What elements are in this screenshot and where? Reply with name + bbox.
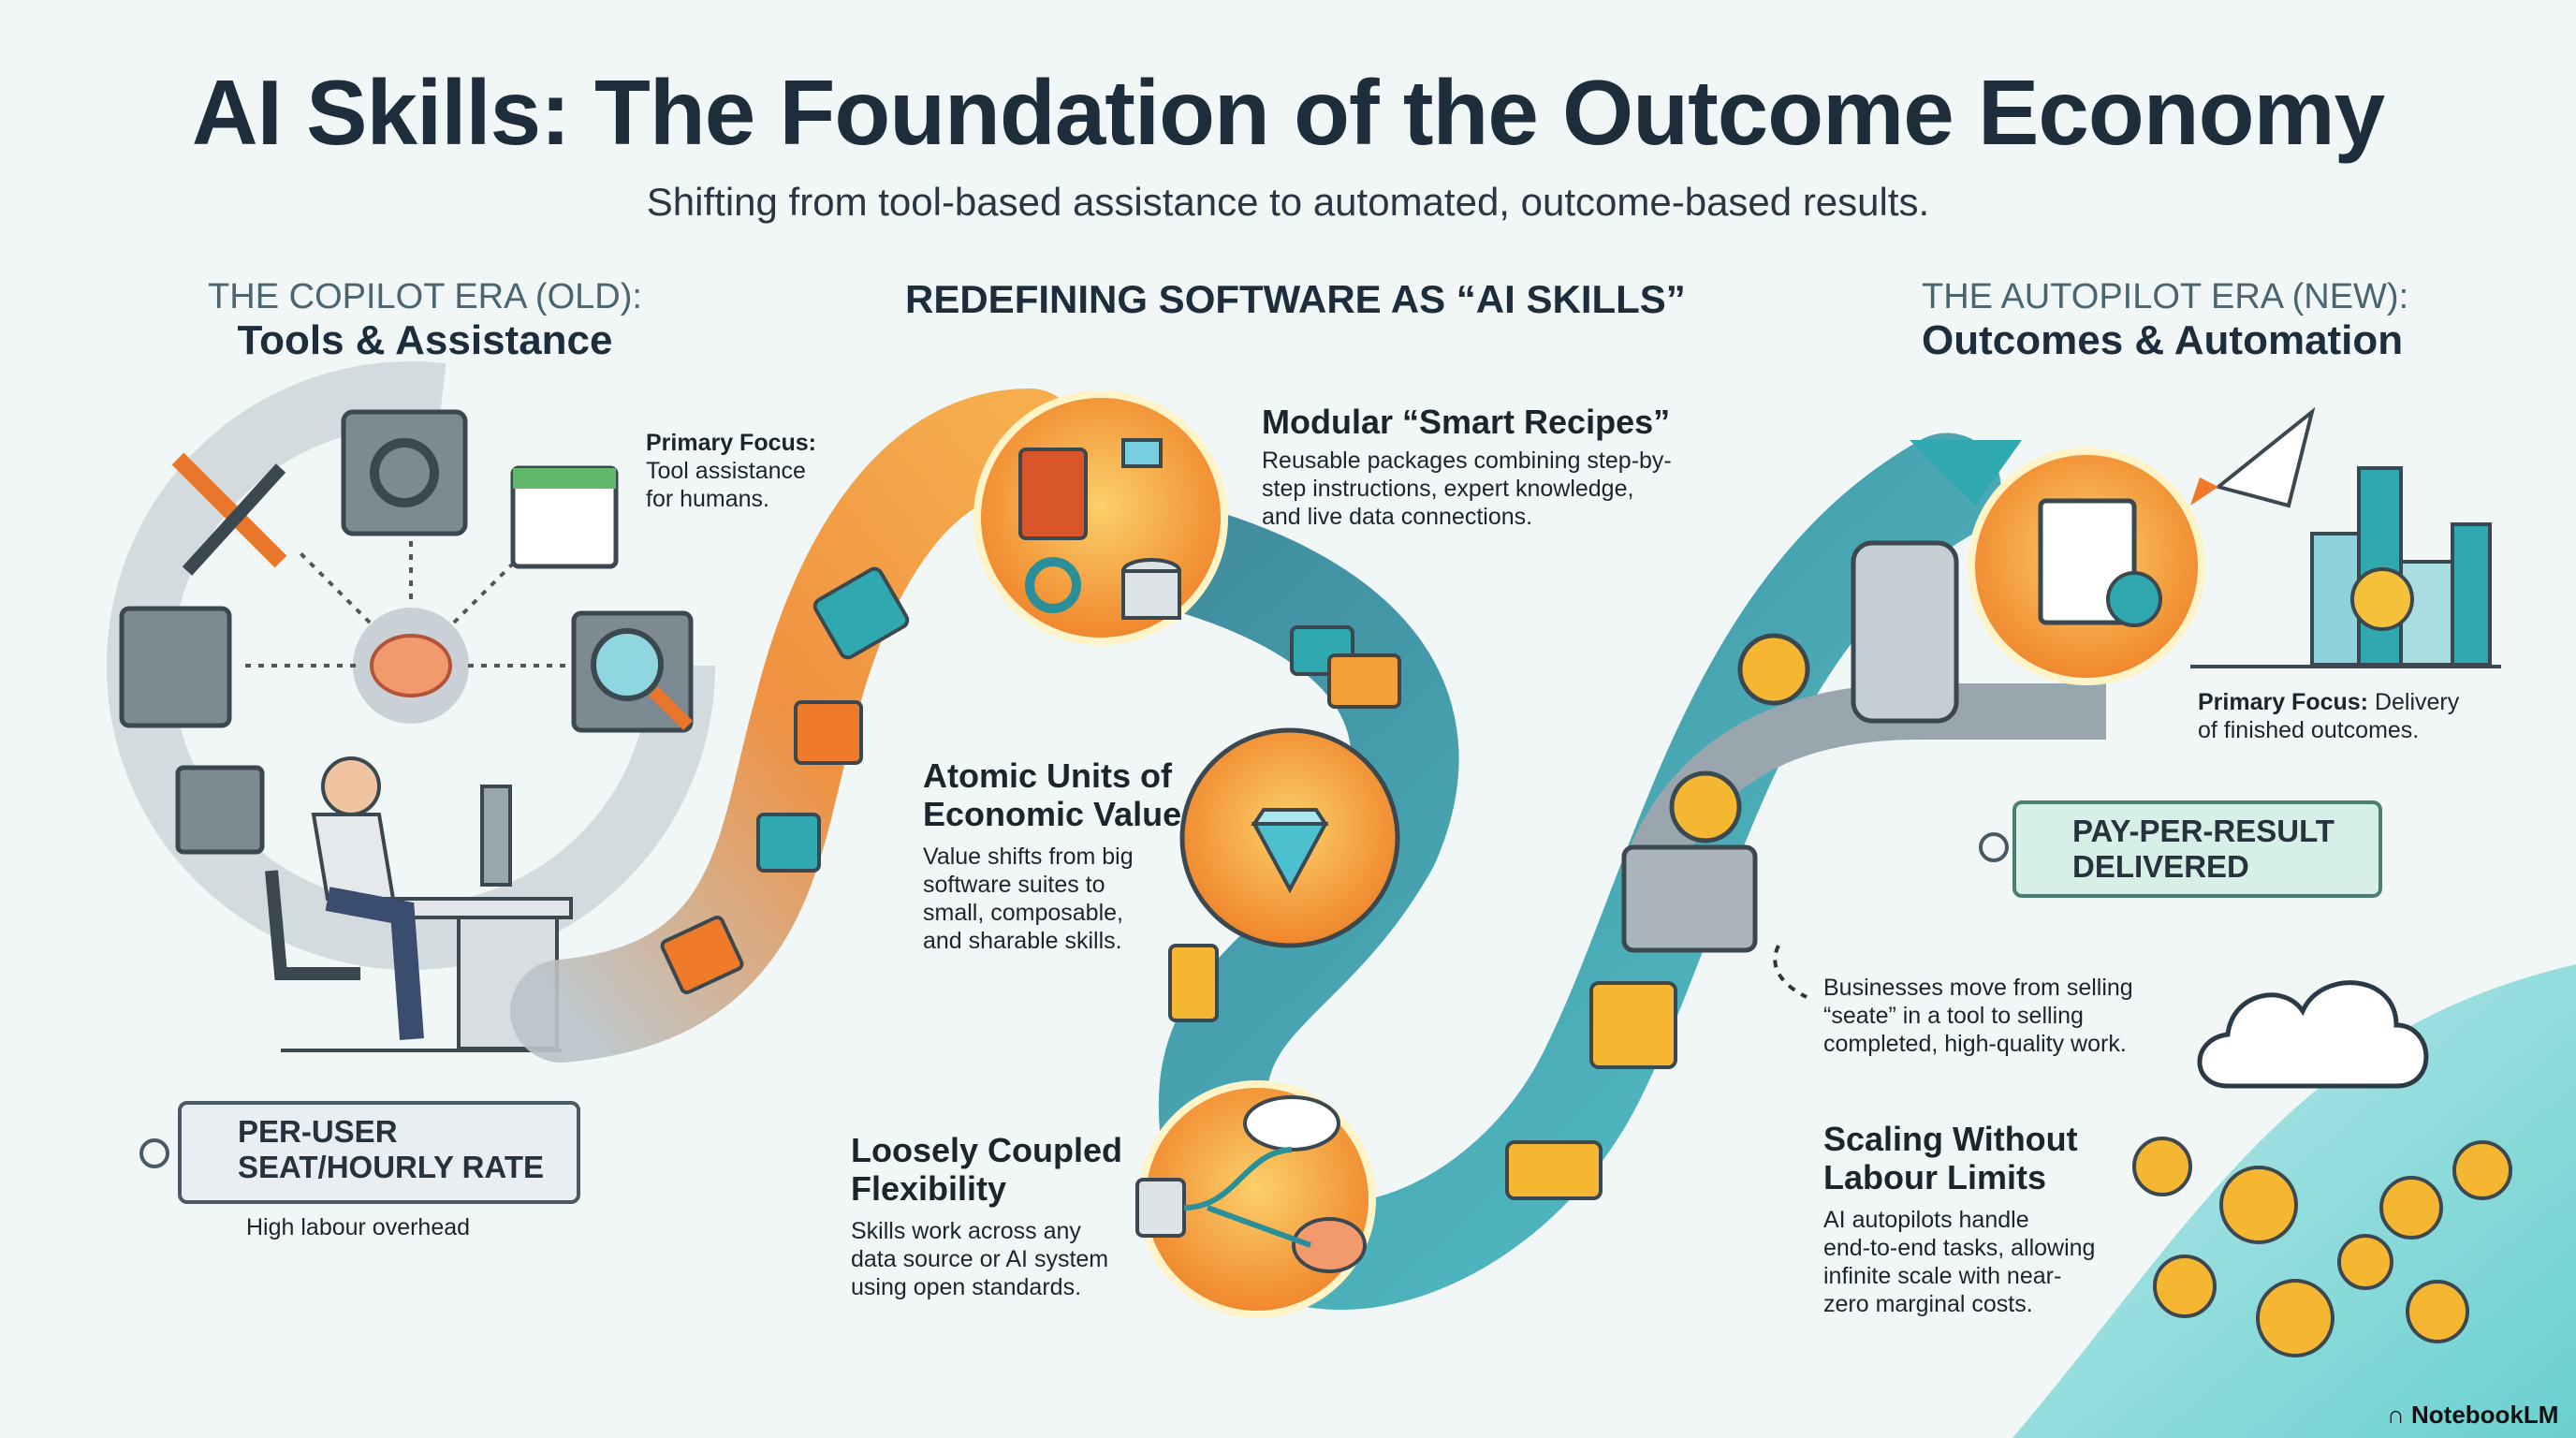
wrench-screwdriver-icon <box>171 452 287 568</box>
block-body: Value shifts from big software suites to… <box>923 843 1181 955</box>
finished-document-badge <box>1968 448 2205 685</box>
block-body: AI autopilots handle end-to-end tasks, a… <box>1823 1206 2095 1318</box>
block-title: Economic Value <box>923 795 1182 833</box>
page-title: AI Skills: The Foundation of the Outcome… <box>191 61 2385 164</box>
autopilot-era-header: THE AUTOPILOT ERA (NEW): Outcomes & Auto… <box>1922 277 2408 364</box>
body-line: data source or AI system <box>851 1246 1109 1272</box>
tag-line: DELIVERED <box>2072 849 2249 884</box>
smart-recipes-badge <box>973 390 1228 645</box>
block-title: Flexibility <box>851 1169 1007 1208</box>
small-gear-icon <box>175 765 265 855</box>
tag-caption: High labour overhead <box>246 1214 471 1240</box>
tag-hole-icons <box>139 832 2009 1168</box>
pay-per-result-tag: PAY-PER-RESULT DELIVERED <box>2012 800 2382 898</box>
body-line: software suites to <box>923 872 1105 898</box>
rocket-icon <box>2190 406 2316 508</box>
era-title: Tools & Assistance <box>237 317 613 363</box>
era-label: THE COPILOT ERA (OLD): <box>208 277 642 316</box>
block-title: Loosely Coupled <box>851 1131 1123 1169</box>
focus-label: Primary Focus: <box>2198 689 2369 715</box>
page-subtitle: Shifting from tool-based assistance to a… <box>646 180 1930 224</box>
right-primary-focus: Primary Focus: Delivery of finished outc… <box>2198 688 2459 744</box>
body-line: zero marginal costs. <box>1823 1291 2033 1317</box>
body-line: step instructions, expert knowledge, <box>1262 476 1634 502</box>
per-user-rate-tag: PER-USER SEAT/HOURLY RATE <box>178 1101 580 1204</box>
body-line: end-to-end tasks, allowing <box>1823 1235 2096 1261</box>
era-label: THE AUTOPILOT ERA (NEW): <box>1922 277 2409 316</box>
body-line: Reusable packages combining step-by- <box>1262 448 1672 474</box>
focus-line: Tool assistance <box>646 458 806 484</box>
brain-icon <box>370 634 452 697</box>
body-line: completed, high-quality work. <box>1823 1031 2127 1057</box>
body-line: Businesses move from selling <box>1823 975 2133 1001</box>
city-skyline <box>2190 466 2501 668</box>
focus-line: of finished outcomes. <box>2198 717 2420 743</box>
focus-line: for humans. <box>646 486 770 512</box>
flexibility-badge <box>1135 1080 1376 1318</box>
tag-line: SEAT/HOURLY RATE <box>238 1150 544 1184</box>
block-title: Atomic Units of <box>923 756 1172 795</box>
body-line: AI autopilots handle <box>1823 1207 2029 1233</box>
block-title: Scaling Without <box>1823 1120 2078 1158</box>
cloud-icon <box>2197 980 2429 1089</box>
wrench-icon <box>119 606 232 728</box>
check-coins <box>2132 1137 2512 1357</box>
brand-name: NotebookLM <box>2411 1401 2559 1429</box>
copilot-era-header: THE COPILOT ERA (OLD): Tools & Assistanc… <box>205 277 645 364</box>
automation-machine <box>1620 540 2106 953</box>
economic-value-badge <box>1179 727 1400 948</box>
block-title: Labour Limits <box>1823 1158 2047 1196</box>
left-primary-focus: Primary Focus: Tool assistance for human… <box>646 429 816 513</box>
body-line: and sharable skills. <box>923 928 1122 954</box>
body-line: Value shifts from big <box>923 844 1134 870</box>
body-line: small, composable, <box>923 900 1123 926</box>
era-title: Outcomes & Automation <box>1922 317 2404 363</box>
focus-line: Delivery <box>2368 689 2460 715</box>
notebooklm-logo: ∩ NotebookLM <box>2387 1401 2558 1430</box>
gear-icon <box>341 409 468 536</box>
tag-line: PER-USER <box>238 1114 398 1149</box>
business-shift-text: Businesses move from selling “seate” in … <box>1823 974 2133 1058</box>
center-heading: REDEFINING SOFTWARE AS “AI SKILLS” <box>905 277 1686 321</box>
modular-recipes-block: Modular “Smart Recipes” Reusable package… <box>1262 403 1672 531</box>
block-body: Skills work across any data source or AI… <box>851 1217 1122 1301</box>
tag-line: PAY-PER-RESULT <box>2072 814 2334 848</box>
body-line: “seate” in a tool to selling <box>1823 1003 2084 1029</box>
block-title: Modular “Smart Recipes” <box>1262 403 1671 441</box>
body-line: and live data connections. <box>1262 504 1533 530</box>
block-body: Reusable packages combining step-by- ste… <box>1262 447 1672 531</box>
body-line: infinite scale with near- <box>1823 1263 2062 1289</box>
notebooklm-icon: ∩ <box>2387 1401 2405 1429</box>
copilot-tool-ring <box>107 361 715 970</box>
focus-label: Primary Focus: <box>646 430 817 456</box>
body-line: Skills work across any <box>851 1218 1081 1244</box>
body-line: using open standards. <box>851 1274 1082 1300</box>
